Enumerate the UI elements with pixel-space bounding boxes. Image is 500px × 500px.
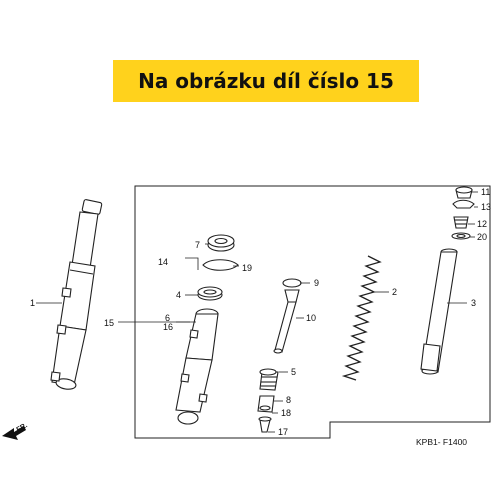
bracket-14 <box>185 257 199 270</box>
callout-11: 11 <box>481 187 490 197</box>
callout-7: 7 <box>195 240 200 250</box>
callout-10: 10 <box>306 313 316 323</box>
callout-14: 14 <box>158 257 168 267</box>
callout-15: 15 <box>104 318 114 328</box>
direction-label: FR. <box>16 422 29 434</box>
damper-rod-assembly <box>257 278 302 433</box>
assembly-frame <box>134 185 491 439</box>
diagram-code: KPB1- F1400 <box>416 437 468 447</box>
fork-pipe <box>420 248 458 375</box>
callout-13: 13 <box>481 202 491 212</box>
callout-12: 12 <box>477 219 487 229</box>
callout-4: 4 <box>176 290 181 300</box>
front-direction-arrow-icon: FR. <box>2 422 29 440</box>
callout-2: 2 <box>392 287 397 297</box>
callout-3: 3 <box>471 298 476 308</box>
callout-16: 16 <box>163 322 173 332</box>
fork-spring <box>341 255 382 381</box>
callout-18: 18 <box>281 408 291 418</box>
fork-slider-assembly <box>175 308 219 425</box>
banner-text: Na obrázku díl číslo 15 <box>138 69 394 93</box>
callout-17: 17 <box>278 427 288 437</box>
callout-19: 19 <box>242 263 252 273</box>
callout-20: 20 <box>477 232 487 242</box>
top-cap-stack <box>451 186 475 240</box>
callout-1: 1 <box>30 298 35 308</box>
oil-seal-stack <box>197 234 239 301</box>
callout-9: 9 <box>314 278 319 288</box>
fork-slider-left <box>50 199 103 390</box>
callout-8: 8 <box>286 395 291 405</box>
part-number-banner: Na obrázku díl číslo 15 <box>113 60 419 102</box>
callout-5: 5 <box>291 367 296 377</box>
callout-6: 6 <box>165 313 170 323</box>
